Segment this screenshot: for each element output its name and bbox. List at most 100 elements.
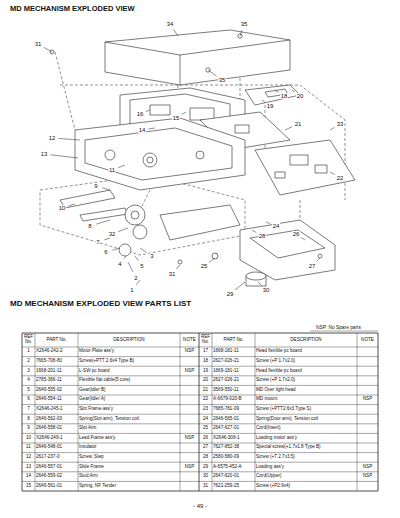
table-rule: [22, 481, 378, 482]
table-cell: NSP: [358, 395, 377, 405]
leader-line: [176, 265, 180, 269]
table-cell: X2646-242-2: [36, 347, 77, 357]
leader-line: [209, 258, 215, 262]
callout-number: 18: [280, 93, 288, 99]
table-cell: 20: [200, 376, 211, 386]
table-header: NOTE: [357, 333, 378, 347]
note-text: NSP: No Spare parts: [316, 325, 361, 330]
table-cell: 2646-565-01: [213, 414, 254, 424]
table-cell: 14: [23, 472, 34, 482]
leader-line: [182, 112, 186, 115]
callout-number: 9: [94, 183, 98, 189]
leader-line: [96, 220, 110, 224]
note-rule: [310, 331, 378, 332]
table-cell: 2646-562-03: [36, 414, 77, 424]
table-cell: X2646-249-1: [36, 433, 77, 443]
leader-line: [148, 128, 155, 129]
table-rule: [22, 333, 378, 334]
table-cell: Screw, Step: [79, 453, 179, 463]
table-cell: Gear(Idler A): [79, 395, 179, 405]
table-cell: 2647-627-01: [213, 424, 254, 434]
table-cell: 24: [200, 414, 211, 424]
table-cell: Spring(Slot arm), Tension coil: [79, 414, 179, 424]
table-rule: [22, 414, 378, 415]
table-cell: 12: [23, 453, 34, 463]
table-cell: Special screw(+1.7x1.8 Type B): [256, 443, 356, 453]
table-header: REF No.: [22, 333, 35, 347]
leader-line: [174, 29, 178, 36]
table-cell: 2646-554-11: [36, 395, 77, 405]
table-cell: 3: [23, 366, 34, 376]
callout-number: 8: [88, 223, 92, 229]
table-cell: Spring(Door arm), Tension coil: [256, 414, 356, 424]
table-rule: [35, 333, 36, 491]
table-rule: [22, 375, 378, 376]
table-cell: 6: [23, 395, 34, 405]
table-cell: 7665-708-80: [36, 357, 77, 367]
table-cell: X2646-308-1: [213, 433, 254, 443]
table-rule: [22, 462, 378, 463]
callout-number: 31: [34, 41, 42, 47]
table-cell: Insulator: [79, 443, 179, 453]
table-cell: 1668-201-11: [36, 366, 77, 376]
table-rule: [255, 333, 256, 491]
table-rule: [22, 395, 378, 396]
table-cell: X2646-245-1: [36, 405, 77, 415]
table-cell: Motor Plate ass'y: [79, 347, 179, 357]
table-cell: Gear(Idler B): [79, 385, 179, 395]
table-cell: 30: [200, 472, 211, 482]
table-rule: [22, 366, 378, 367]
table-cell: 7: [23, 405, 34, 415]
callout-number: 31: [168, 271, 176, 277]
table-rule: [212, 333, 213, 491]
table-cell: NSP: [358, 462, 377, 472]
table-cell: 2646-548-01: [36, 443, 77, 453]
leader-line: [112, 248, 120, 250]
table-cell: 7627-852-38: [213, 443, 254, 453]
leader-line: [118, 228, 128, 232]
callout-number: 14: [138, 127, 146, 133]
leader-line: [240, 30, 242, 36]
page-title: MD MECHANISM EXPLODED VIEW: [10, 4, 135, 13]
table-cell: 23: [200, 405, 211, 415]
page-number: - 49 -: [192, 503, 207, 509]
callout-number: 6: [104, 249, 108, 255]
table-cell: Screw (+P 1.7x2.0): [256, 357, 356, 367]
callout-number: 5: [140, 263, 144, 269]
leader-line: [135, 256, 138, 261]
table-cell: Lead Frame ass'y: [79, 433, 179, 443]
table-rule: [378, 333, 379, 491]
table-cell: A-6679-020-B: [213, 395, 254, 405]
table-cell: 2627-026-21: [213, 357, 254, 367]
callout-number: 1: [130, 287, 134, 293]
table-cell: 8: [23, 414, 34, 424]
table-cell: Cord(Insert): [256, 424, 356, 434]
leader-line: [252, 230, 256, 233]
callout-number: 35: [240, 21, 248, 27]
table-cell: 2646-561-01: [36, 481, 77, 491]
table-header: PART No.: [212, 333, 255, 347]
table-cell: 18: [200, 357, 211, 367]
table-rule: [22, 404, 378, 405]
table-cell: 13: [23, 462, 34, 472]
table-cell: 28: [200, 453, 211, 463]
table-rule: [22, 385, 378, 386]
table-cell: Loading ass'y: [256, 462, 356, 472]
callout-number: 25: [200, 263, 208, 269]
table-cell: 31: [200, 481, 211, 491]
table-rule: [22, 452, 378, 453]
table-cell: 4: [23, 376, 34, 386]
callout-number: 12: [48, 135, 56, 141]
table-cell: Head flexible pc board: [256, 366, 356, 376]
table-cell: NSP: [181, 366, 198, 376]
callout-number: 10: [58, 205, 66, 211]
table-cell: Loading motor ass'y: [256, 433, 356, 443]
table-rule: [22, 356, 378, 357]
table-cell: 19: [200, 366, 211, 376]
table-cell: 2646-558-01: [36, 424, 77, 434]
leader-line: [266, 222, 270, 224]
leader-line: [128, 262, 133, 272]
table-cell: 2: [23, 357, 34, 367]
callout-number: 28: [258, 233, 266, 239]
